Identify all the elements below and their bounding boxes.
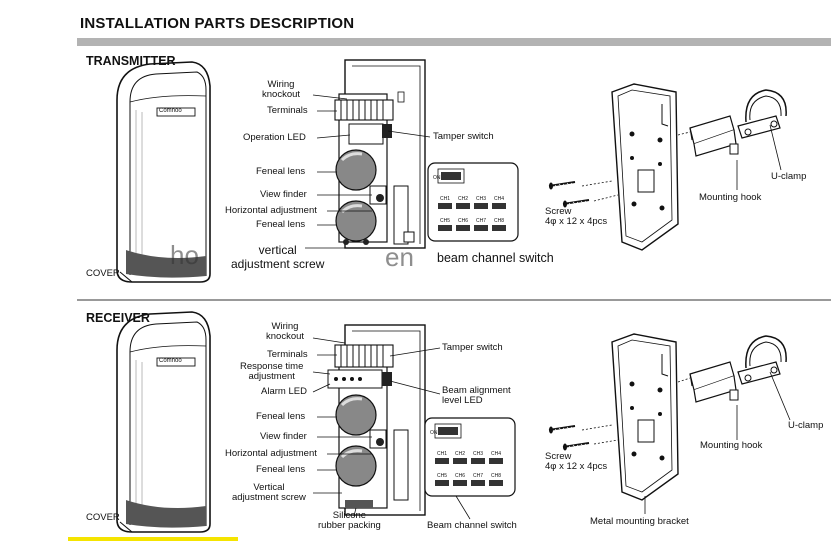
receiver-cover-label: COVER <box>86 512 120 523</box>
tx-operation-led-label: Operation LED <box>243 132 306 143</box>
rx-ch-label: CH6 <box>455 473 466 479</box>
rx-silicone-packing-label: Silicone rubber packing <box>318 510 381 531</box>
rx-beam-channel-switch-label: Beam channel switch <box>427 520 517 531</box>
receiver-bracket <box>611 333 679 501</box>
rx-wiring-knockout-label: Wiring knockout <box>266 321 305 342</box>
rx-metal-bracket-label: Metal mounting bracket <box>590 516 689 527</box>
tx-ch-label: CH2 <box>458 196 469 202</box>
rx-beam-alignment-label: Beam alignment level LED <box>442 385 511 406</box>
receiver-heading: RECEIVER <box>86 311 150 325</box>
rx-feneal-lens-2-label: Feneal lens <box>256 464 306 475</box>
receiver-leaders <box>312 337 471 520</box>
tx-switch-on: ON <box>433 175 441 181</box>
rx-horizontal-adjustment-label: Horizontal adjustment <box>225 448 317 459</box>
transmitter-switch-panel <box>427 162 519 242</box>
rx-ch-label: CH1 <box>437 451 448 457</box>
tx-u-clamp-label: U-clamp <box>771 171 807 182</box>
rx-ch-label: CH8 <box>491 473 502 479</box>
tx-vertical-adjustment-label: vertical adjustment screw <box>231 243 325 271</box>
rx-response-time-label: Response time adjustment <box>240 361 304 382</box>
rx-tamper-switch-label: Tamper switch <box>442 342 503 353</box>
tx-feneal-lens-2-label: Feneal lens <box>256 219 306 230</box>
tx-ch-label: CH1 <box>440 196 451 202</box>
rx-screw-label: Screw 4φ x 12 x 4pcs <box>545 451 608 472</box>
rx-alarm-led-label: Alarm LED <box>261 386 307 397</box>
tx-screw-label: Screw 4φ x 12 x 4pcs <box>545 206 608 227</box>
rx-feneal-lens-1-label: Feneal lens <box>256 411 306 422</box>
tx-ch-label: CH7 <box>476 218 487 224</box>
transmitter-screw-1 <box>548 181 576 191</box>
rx-ch-label: CH5 <box>437 473 448 479</box>
rx-ch-label: CH3 <box>473 451 484 457</box>
transmitter-leaders <box>305 94 431 249</box>
rx-view-finder-label: View finder <box>260 431 307 442</box>
tx-beam-channel-switch-label: beam channel switch <box>437 251 554 265</box>
receiver-screw-1 <box>548 425 576 435</box>
tx-ch-label: CH4 <box>494 196 505 202</box>
tx-terminals-label: Terminals <box>267 105 308 116</box>
tx-ch-label: CH5 <box>440 218 451 224</box>
receiver-clamp-hook <box>689 335 787 403</box>
watermark-right: en <box>385 242 414 272</box>
rx-vertical-adjustment-label: Vertical adjustment screw <box>232 482 306 503</box>
receiver-unit <box>327 324 426 516</box>
rx-mounting-hook-label: Mounting hook <box>700 440 763 451</box>
tx-horizontal-adjustment-label: Horizontal adjustment <box>225 205 317 216</box>
transmitter-brand-badge: Comnoo <box>159 108 182 114</box>
rx-u-clamp-label: U-clamp <box>788 420 824 431</box>
rx-ch-label: CH2 <box>455 451 466 457</box>
tx-ch-label: CH3 <box>476 196 487 202</box>
tx-feneal-lens-1-label: Feneal lens <box>256 166 306 177</box>
rx-ch-label: CH7 <box>473 473 484 479</box>
rx-terminals-label: Terminals <box>267 349 308 360</box>
transmitter-heading: TRANSMITTER <box>86 54 176 68</box>
rx-switch-on: ON <box>430 430 438 436</box>
tx-mounting-hook-label: Mounting hook <box>699 192 762 203</box>
header-rule <box>77 38 831 46</box>
page-title: INSTALLATION PARTS DESCRIPTION <box>80 15 355 32</box>
receiver-screw-2 <box>562 442 590 452</box>
tx-view-finder-label: View finder <box>260 189 307 200</box>
rx-ch-label: CH4 <box>491 451 502 457</box>
tx-ch-label: CH8 <box>494 218 505 224</box>
transmitter-clamp-hook <box>689 89 787 157</box>
highlight-bar <box>68 537 238 541</box>
receiver-cover <box>116 311 211 533</box>
receiver-switch-panel <box>424 417 516 497</box>
transmitter-cover-label: COVER <box>86 268 120 279</box>
tx-tamper-switch-label: Tamper switch <box>433 131 494 142</box>
tx-wiring-knockout-label: Wiring knockout <box>262 79 301 100</box>
transmitter-unit <box>334 59 426 249</box>
receiver-brand-badge: Comnoo <box>159 358 182 364</box>
watermark-left: ho <box>170 240 199 270</box>
tx-ch-label: CH6 <box>458 218 469 224</box>
transmitter-bracket <box>611 83 679 251</box>
